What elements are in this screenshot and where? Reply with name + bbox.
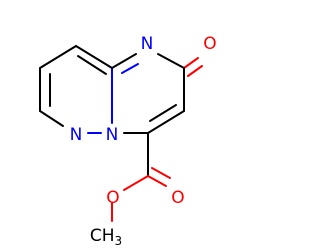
bond-n-top-c2 (157, 53, 185, 69)
atom-methyl: CH3 (90, 226, 122, 248)
bond-c8-c7-double-inner (77, 55, 107, 75)
atom-o-carbonyl-top: O (203, 34, 216, 54)
bond-c8a-n-top (111, 53, 137, 69)
bond-ester-c-o-carbonyl-double (151, 167, 171, 179)
bond-c2-o-top-double (187, 65, 203, 77)
bond-c6-n1 (39, 110, 64, 127)
bond-c8a-n-top-double (121, 63, 139, 74)
methyl-subscript: 3 (115, 234, 123, 248)
bond-c3-c4-double-inner (149, 104, 177, 122)
canvas-background (0, 0, 250, 250)
bond-c3-c4 (147, 110, 185, 134)
bond-c2-o-top (183, 57, 199, 69)
bond-c8a-c8 (75, 45, 113, 69)
atom-n-bridge: N (106, 125, 119, 145)
atom-n-ring-top: N (141, 34, 154, 54)
atom-o-carbonyl-ester: O (171, 188, 184, 208)
atom-o-ester: O (106, 188, 119, 208)
molecule-structure: N O N N O O CH3 (0, 0, 250, 250)
bond-ester-c-o-carbonyl (147, 175, 167, 187)
bond-ester-c-o-single (123, 175, 149, 191)
atom-n-left: N (70, 125, 83, 145)
methyl-symbol: CH (90, 226, 115, 246)
bond-c8-c7 (39, 45, 77, 69)
